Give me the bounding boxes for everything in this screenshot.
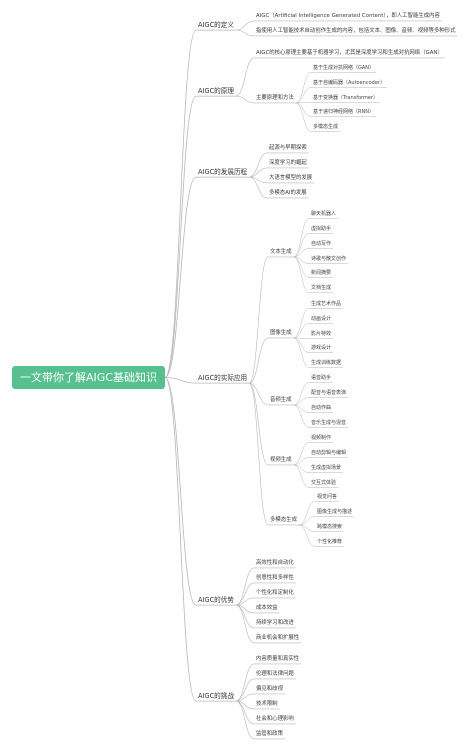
leaf-adv-5[interactable]: 持续学习和改进 bbox=[256, 620, 294, 626]
node-app-audio[interactable]: 音频生成 bbox=[270, 397, 292, 403]
node-principle-methods[interactable]: 主要原理和方法 bbox=[256, 95, 294, 101]
leaf-mm-vqa[interactable]: 视觉问答 bbox=[317, 494, 338, 500]
leaf-video-production[interactable]: 视频制作 bbox=[311, 435, 332, 441]
leaf-image-art[interactable]: 生成艺术作品 bbox=[311, 301, 342, 307]
node-app-text[interactable]: 文本生成 bbox=[270, 249, 292, 255]
leaf-method-multimodal[interactable]: 多模态生成 bbox=[313, 124, 339, 130]
leaf-principle-core[interactable]: AIGC的核心原理主要基于机器学习，尤其是深度学习和生成对抗网络（GAN） bbox=[256, 50, 443, 56]
leaf-chal-6[interactable]: 监管和政策 bbox=[256, 731, 283, 737]
leaf-chal-3[interactable]: 偏见和歧视 bbox=[256, 686, 283, 692]
leaf-history-3[interactable]: 大语言模型的发展 bbox=[269, 175, 313, 181]
leaf-adv-6[interactable]: 商业机会和扩展性 bbox=[256, 635, 300, 641]
leaf-image-training[interactable]: 生成训练数据 bbox=[311, 360, 342, 366]
leaf-history-1[interactable]: 起源与早期探索 bbox=[269, 145, 307, 151]
leaf-mm-caption[interactable]: 图像生成与描述 bbox=[317, 509, 353, 515]
leaf-text-chatbot[interactable]: 聊天机器人 bbox=[311, 211, 337, 217]
leaf-video-interactive[interactable]: 交互式体验 bbox=[311, 480, 337, 486]
leaf-mm-search[interactable]: 跨模态搜索 bbox=[317, 524, 343, 530]
leaf-chal-4[interactable]: 技术限制 bbox=[256, 701, 278, 707]
node-app-image[interactable]: 图像生成 bbox=[270, 330, 292, 336]
leaf-image-vfx[interactable]: 影片特效 bbox=[311, 331, 332, 337]
leaf-audio-assistant[interactable]: 语音助手 bbox=[311, 375, 332, 381]
leaf-text-poetry[interactable]: 诗歌与散文创作 bbox=[311, 256, 347, 262]
leaf-video-scenes[interactable]: 生成虚拟场景 bbox=[311, 465, 342, 471]
leaf-chal-5[interactable]: 社会和心理影响 bbox=[256, 716, 294, 722]
leaf-chal-1[interactable]: 内容质量和真实性 bbox=[256, 656, 300, 662]
branch-advantages[interactable]: AIGC的优势 bbox=[198, 596, 234, 604]
leaf-video-editing[interactable]: 自动剪辑与编辑 bbox=[311, 450, 347, 456]
leaf-method-gan[interactable]: 基于生成对抗网络（GAN） bbox=[313, 65, 375, 71]
leaf-adv-4[interactable]: 成本效益 bbox=[256, 605, 278, 611]
node-app-multimodal[interactable]: 多模态生成 bbox=[270, 517, 297, 523]
leaf-method-rnn[interactable]: 基于递归神经网络（RNN） bbox=[313, 109, 374, 115]
leaf-chal-2[interactable]: 伦理和法律问题 bbox=[256, 671, 294, 677]
leaf-definition-2[interactable]: 指使用人工智能技术自动创作生成的内容，包括文本、图像、音频、视频等多种形式 bbox=[256, 28, 456, 34]
branch-applications[interactable]: AIGC的实际应用 bbox=[198, 374, 248, 382]
leaf-image-animation[interactable]: 动画设计 bbox=[311, 316, 332, 322]
branch-challenges[interactable]: AIGC的挑战 bbox=[198, 692, 234, 700]
leaf-adv-3[interactable]: 个性化和定制化 bbox=[256, 590, 294, 596]
branch-history[interactable]: AIGC的发展历程 bbox=[198, 168, 248, 176]
leaf-text-docs[interactable]: 文档生成 bbox=[311, 285, 332, 291]
leaf-history-2[interactable]: 深度学习的崛起 bbox=[269, 160, 307, 166]
leaf-audio-mix[interactable]: 音乐生成与混音 bbox=[311, 420, 347, 426]
leaf-text-writing[interactable]: 自动写作 bbox=[311, 241, 332, 247]
leaf-definition-1[interactable]: AIGC（Artificial Intelligence Generated C… bbox=[256, 13, 440, 19]
leaf-audio-compose[interactable]: 自动作曲 bbox=[311, 405, 332, 411]
branch-definition[interactable]: AIGC的定义 bbox=[198, 21, 234, 29]
leaf-mm-recommend[interactable]: 个性化推荐 bbox=[317, 539, 343, 545]
branch-principle[interactable]: AIGC的原理 bbox=[198, 87, 234, 95]
leaf-method-autoencoder[interactable]: 基于自编码器（Autoencoder） bbox=[313, 80, 385, 86]
leaf-audio-dubbing[interactable]: 配音与语音表演 bbox=[311, 390, 347, 396]
leaf-text-news[interactable]: 新闻摘要 bbox=[311, 270, 332, 276]
node-app-video[interactable]: 视频生成 bbox=[270, 457, 292, 463]
leaf-image-game[interactable]: 游戏设计 bbox=[311, 345, 332, 351]
root-node[interactable]: 一文带你了解AIGC基础知识 bbox=[12, 366, 165, 389]
leaf-adv-2[interactable]: 创意性和多样性 bbox=[256, 575, 294, 581]
leaf-history-4[interactable]: 多模态AI的发展 bbox=[269, 190, 307, 196]
leaf-method-transformer[interactable]: 基于变换器（Transformer） bbox=[313, 95, 379, 101]
leaf-text-assistant[interactable]: 虚拟助手 bbox=[311, 226, 332, 232]
leaf-adv-1[interactable]: 高效性和自动化 bbox=[256, 560, 294, 566]
